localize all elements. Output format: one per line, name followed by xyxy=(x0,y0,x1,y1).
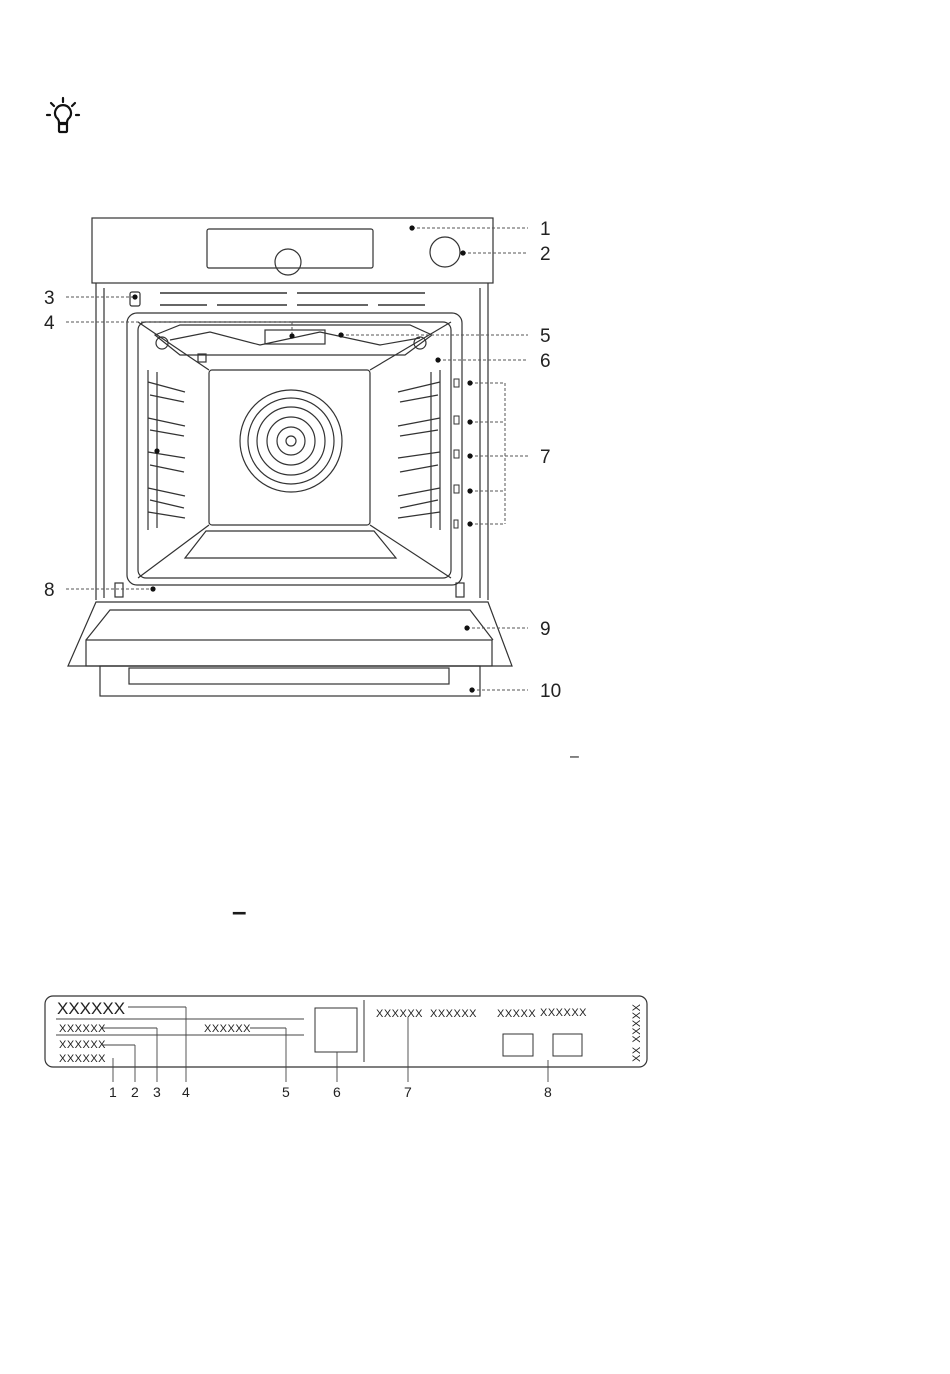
callout-9: 9 xyxy=(540,619,551,640)
plate-box-6 xyxy=(315,1008,357,1052)
plate-line-b: XXXXXX xyxy=(204,1023,251,1035)
lightbulb-tip-icon xyxy=(42,95,84,137)
plate-top-3: XXXXX xyxy=(497,1008,536,1020)
dash-mark-1: – xyxy=(570,748,579,766)
callout-1: 1 xyxy=(540,219,551,240)
callout-2: 2 xyxy=(540,244,551,265)
plate-num-1: 1 xyxy=(109,1084,117,1100)
fan-cover xyxy=(240,390,342,492)
plate-num-5: 5 xyxy=(282,1084,290,1100)
callout-5: 5 xyxy=(540,326,551,347)
plate-line-d: XXXXXX xyxy=(59,1053,106,1065)
plate-title: XXXXXX xyxy=(57,999,125,1018)
display-window xyxy=(207,229,373,268)
knob-right xyxy=(430,237,460,267)
plate-num-7: 7 xyxy=(404,1084,412,1100)
oven-door xyxy=(68,602,512,666)
plate-box-8a xyxy=(503,1034,533,1056)
callout-6: 6 xyxy=(540,351,551,372)
plate-num-4: 4 xyxy=(182,1084,190,1100)
plate-num-2: 2 xyxy=(131,1084,139,1100)
bottom-plinth xyxy=(100,666,480,696)
callout-10: 10 xyxy=(540,681,561,702)
plate-line-c: XXXXXX xyxy=(59,1039,106,1051)
oven-diagram: 1 2 3 4 5 6 7 8 9 10 xyxy=(0,200,950,710)
plate-line-a: XXXXXX xyxy=(59,1023,106,1035)
oven-cavity xyxy=(127,313,462,585)
callout-3: 3 xyxy=(44,288,55,309)
rating-plate: XXXXXX XXXXXX XXXXXX XXXXXX XXXXXX XXXXX… xyxy=(0,985,950,1105)
plate-num-8: 8 xyxy=(544,1084,552,1100)
plate-box-8b xyxy=(553,1034,582,1056)
knob-left xyxy=(275,249,301,275)
plate-num-6: 6 xyxy=(333,1084,341,1100)
plate-top-1: XXXXXX xyxy=(376,1008,423,1020)
plate-top-2: XXXXXX xyxy=(430,1008,477,1020)
plate-num-3: 3 xyxy=(153,1084,161,1100)
callout-8: 8 xyxy=(44,580,55,601)
back-panel xyxy=(209,370,370,525)
plate-vertical: XX XXXXX xyxy=(631,1003,643,1062)
plate-top-4: XXXXXX xyxy=(540,1007,587,1019)
callout-4: 4 xyxy=(44,313,55,334)
callout-7: 7 xyxy=(540,447,551,468)
dash-mark-2: – xyxy=(232,896,246,927)
